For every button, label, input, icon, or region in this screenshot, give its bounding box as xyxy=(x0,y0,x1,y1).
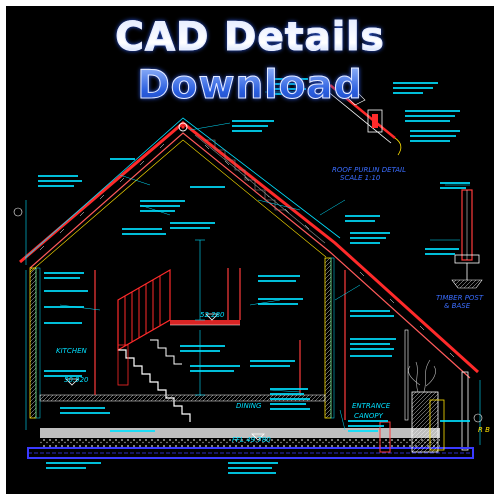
detail-scale-post: & BASE xyxy=(444,302,471,310)
roof-section xyxy=(19,117,480,379)
level-label-ffl: FFL 49.780 xyxy=(232,436,271,444)
grid-bubbles xyxy=(13,207,483,423)
post-base-detail xyxy=(451,189,483,289)
level-label-kitchen: 50.920 xyxy=(64,376,89,384)
banner-title: CAD Details Download xyxy=(0,14,500,110)
dimension-lines xyxy=(25,200,481,445)
room-label-kitchen: KITCHEN xyxy=(56,347,88,355)
timber-framing xyxy=(94,268,346,420)
room-label-entrance: ENTRANCE xyxy=(352,402,391,410)
level-markers xyxy=(65,313,265,441)
staircase xyxy=(117,268,191,422)
purlin-detail xyxy=(325,84,402,156)
detail-title-purlin: ROOF PURLIN DETAIL xyxy=(332,166,406,174)
annotation-leaders xyxy=(59,91,470,431)
wall-section xyxy=(29,257,469,451)
background-outline xyxy=(194,134,326,244)
room-label-dining: DINING xyxy=(236,402,262,410)
annotation-notes xyxy=(38,78,470,474)
drawing-labels: KITCHEN DINING ENTRANCE CANOPY 52.280 50… xyxy=(56,166,490,444)
detail-title-post: TIMBER POST xyxy=(436,294,484,302)
detail-scale-purlin: SCALE 1:10 xyxy=(340,174,381,182)
floor-slabs xyxy=(27,320,474,459)
room-label-canopy: CANOPY xyxy=(354,412,384,420)
entrance-canopy xyxy=(379,359,445,453)
level-label-upper: 52.280 xyxy=(200,311,225,319)
grid-reference: R B xyxy=(478,426,490,434)
